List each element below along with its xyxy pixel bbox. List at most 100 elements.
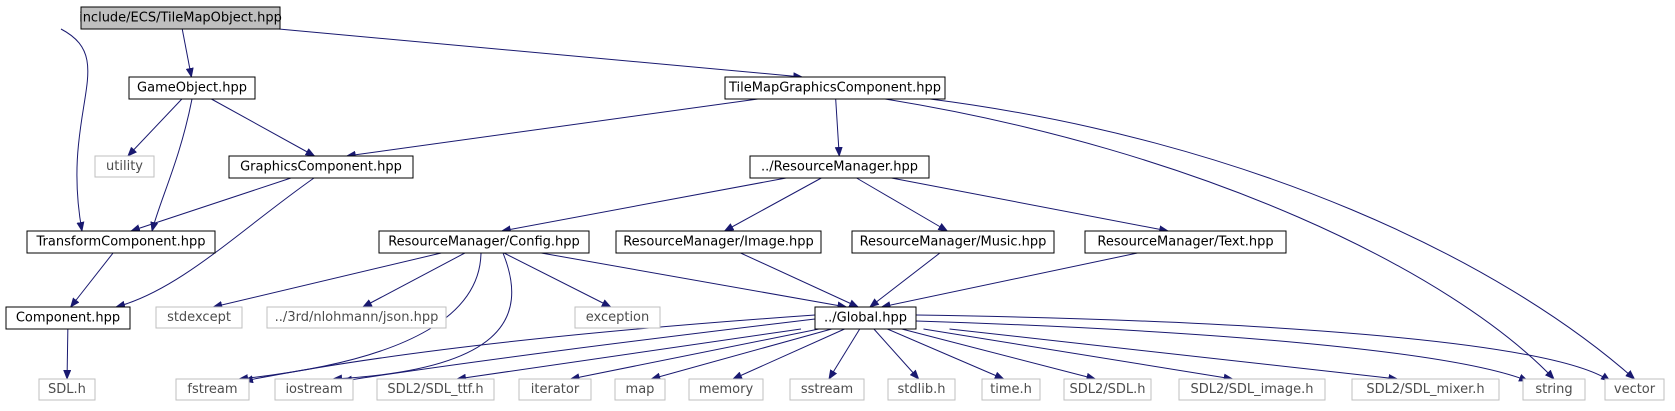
edge-config-to-exception xyxy=(503,252,612,308)
node-tilemapgfx[interactable]: TileMapGraphicsComponent.hpp xyxy=(724,76,946,100)
edge-global-to-memory xyxy=(732,328,845,380)
node-label: sstream xyxy=(801,382,853,397)
node-label: fstream xyxy=(187,382,237,397)
node-box xyxy=(1351,378,1500,401)
edge-component-to-sdl xyxy=(63,328,72,380)
edge-global-to-iostream xyxy=(342,318,816,384)
node-config[interactable]: ResourceManager/Config.hpp xyxy=(378,230,590,254)
node-box xyxy=(228,155,414,179)
node-label: exception xyxy=(586,310,650,325)
node-label: SDL2/SDL.h xyxy=(1069,382,1145,397)
node-time: time.h xyxy=(981,378,1041,401)
node-box xyxy=(155,306,243,329)
node-component[interactable]: Component.hpp xyxy=(5,306,131,330)
node-string: string xyxy=(1522,378,1586,401)
node-box xyxy=(789,378,865,401)
node-sdl_ttf: SDL2/SDL_ttf.h xyxy=(376,378,495,401)
node-box xyxy=(5,306,131,330)
node-label: vector xyxy=(1614,382,1656,397)
node-label: ResourceManager/Config.hpp xyxy=(388,235,580,250)
node-label: Component.hpp xyxy=(16,311,120,326)
node-box xyxy=(981,378,1041,401)
edge-transform-to-component xyxy=(70,252,114,308)
node-box xyxy=(175,378,250,401)
edge-text-to-global xyxy=(880,252,1138,310)
node-vector: vector xyxy=(1604,378,1665,401)
node-fstream: fstream xyxy=(175,378,250,401)
edges-layer xyxy=(60,28,1636,384)
node-label: ResourceManager/Image.hpp xyxy=(623,235,814,250)
edge-global-to-sdl_mixer xyxy=(949,328,1399,382)
edge-global-to-time xyxy=(887,328,1005,380)
node-root[interactable]: include/ECS/TileMapObject.hpp xyxy=(79,6,282,30)
node-global[interactable]: ../Global.hpp xyxy=(814,306,917,330)
edge-music-to-global xyxy=(869,252,941,308)
node-label: ../3rd/nlohmann/json.hpp xyxy=(275,310,439,325)
node-music[interactable]: ResourceManager/Music.hpp xyxy=(851,230,1055,254)
node-box xyxy=(376,378,495,401)
node-label: ../ResourceManager.hpp xyxy=(761,160,918,175)
node-box xyxy=(80,6,281,30)
edge-image-to-global xyxy=(740,252,860,308)
node-label: iostream xyxy=(285,382,342,397)
node-box xyxy=(887,378,956,401)
edge-gameobject-to-utility xyxy=(127,98,183,157)
edge-global-to-iterator xyxy=(569,328,820,382)
node-label: utility xyxy=(106,159,143,174)
node-box xyxy=(1604,378,1665,401)
node-text[interactable]: ResourceManager/Text.hpp xyxy=(1084,230,1287,254)
edge-global-to-sstream xyxy=(828,328,861,380)
node-sstream: sstream xyxy=(789,378,865,401)
node-label: map xyxy=(626,382,655,397)
edge-root-to-tilemapgfx xyxy=(278,28,804,81)
node-label: string xyxy=(1535,382,1572,397)
edge-graphics-to-component xyxy=(115,177,315,309)
node-box xyxy=(749,155,930,179)
node-transform[interactable]: TransformComponent.hpp xyxy=(26,230,216,254)
node-iterator: iterator xyxy=(518,378,592,401)
node-box xyxy=(94,155,155,178)
node-box xyxy=(814,306,917,330)
node-sdl_mixer: SDL2/SDL_mixer.h xyxy=(1351,378,1500,401)
node-stdexcept: stdexcept xyxy=(155,306,243,329)
edge-global-to-stdlib xyxy=(873,328,920,380)
edge-config-to-stdexcept xyxy=(212,252,442,309)
edge-global-to-sdl_ttf xyxy=(456,328,802,382)
node-box xyxy=(274,378,354,401)
node-box xyxy=(1178,378,1326,401)
node-sdl: SDL.h xyxy=(38,378,96,401)
node-resmgr[interactable]: ../ResourceManager.hpp xyxy=(749,155,930,179)
node-label: stdexcept xyxy=(167,310,231,325)
node-graphics[interactable]: GraphicsComponent.hpp xyxy=(228,155,414,179)
node-label: memory xyxy=(699,382,754,397)
node-label: SDL2/SDL_image.h xyxy=(1190,382,1313,397)
edge-global-to-vector xyxy=(915,314,1611,382)
node-image[interactable]: ResourceManager/Image.hpp xyxy=(615,230,822,254)
edge-gameobject-to-graphics xyxy=(211,98,316,157)
node-gameobject[interactable]: GameObject.hpp xyxy=(128,76,256,100)
node-sdl2: SDL2/SDL.h xyxy=(1063,378,1152,401)
node-label: ResourceManager/Text.hpp xyxy=(1097,235,1273,250)
node-label: SDL.h xyxy=(48,382,86,397)
node-label: GameObject.hpp xyxy=(137,81,247,96)
edge-tilemapgfx-to-string xyxy=(884,98,1555,380)
node-label: GraphicsComponent.hpp xyxy=(240,160,402,175)
node-box xyxy=(688,378,764,401)
node-box xyxy=(615,230,822,254)
node-label: TransformComponent.hpp xyxy=(35,235,205,250)
node-stdlib: stdlib.h xyxy=(887,378,956,401)
edge-global-to-fstream xyxy=(243,314,816,384)
node-label: SDL2/SDL_mixer.h xyxy=(1366,382,1484,397)
edge-tilemapgfx-to-vector xyxy=(929,98,1636,380)
edge-resmgr-to-image xyxy=(723,177,822,232)
node-box xyxy=(266,306,447,329)
node-label: ../Global.hpp xyxy=(824,311,907,326)
edge-config-to-json xyxy=(361,252,466,308)
node-box xyxy=(128,76,256,100)
node-exception: exception xyxy=(574,306,661,329)
node-box xyxy=(1522,378,1586,401)
node-box xyxy=(724,76,946,100)
node-box xyxy=(851,230,1055,254)
edge-tilemapgfx-to-graphics xyxy=(345,98,758,159)
